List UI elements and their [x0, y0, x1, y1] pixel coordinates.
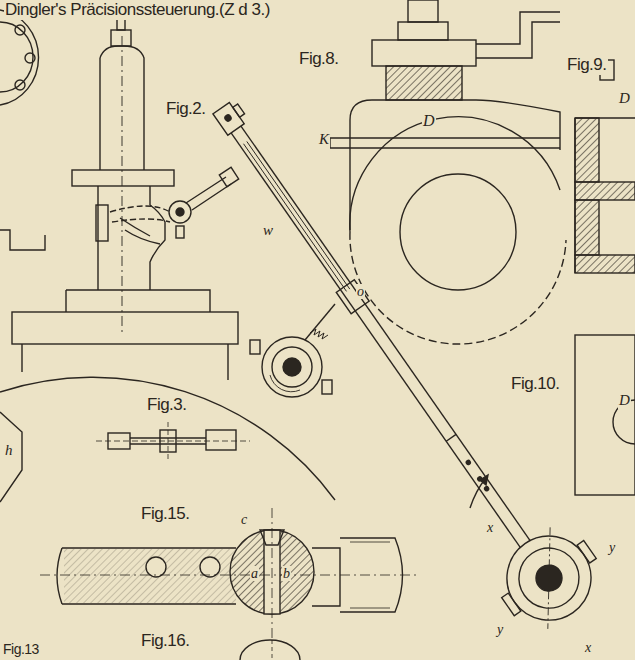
- part-letter: b: [282, 566, 291, 581]
- part-letter: x: [584, 640, 592, 655]
- part-letter: a: [250, 566, 259, 581]
- part-letter: y: [496, 622, 504, 637]
- part-fragment: [0, 412, 22, 502]
- ball-fragment: [240, 640, 300, 660]
- part-letter: h: [4, 442, 14, 459]
- slide-block: [575, 335, 635, 495]
- figure-label: Fig.13: [2, 642, 40, 657]
- part-letter: D: [422, 112, 436, 130]
- part-letter: o: [356, 284, 365, 299]
- part-letter: c: [240, 512, 248, 527]
- figure-label: Fig.16.: [140, 632, 190, 651]
- flange-fragment: [0, 10, 45, 250]
- part-letter: K: [318, 131, 330, 148]
- small-eccentric: [250, 304, 335, 397]
- part-letter: D: [618, 90, 631, 107]
- valve-column: [0, 18, 335, 500]
- cam-housing: [330, 0, 566, 344]
- figure-label: Fig.15.: [140, 505, 190, 524]
- figure-label: Fig.10.: [510, 375, 560, 394]
- part-letter: x: [486, 520, 494, 535]
- part-letter: D: [618, 392, 631, 409]
- figure-label: Fig.8.: [298, 50, 340, 69]
- figure-label: Fig.2.: [165, 100, 207, 119]
- ball-joint-section: [40, 508, 420, 640]
- figure-label: Fig.9.: [566, 56, 608, 75]
- flange-section: [575, 60, 635, 273]
- link-plan: [96, 422, 250, 462]
- eccentric-rod: [180, 80, 614, 642]
- figure-label: Fig.3.: [146, 396, 188, 415]
- plate-title: Dingler's Präcisionssteuerung.(Z d 3.): [4, 1, 271, 20]
- rotation-arrow: [470, 475, 488, 508]
- part-letter: y: [608, 540, 616, 555]
- part-letter: w: [262, 222, 274, 239]
